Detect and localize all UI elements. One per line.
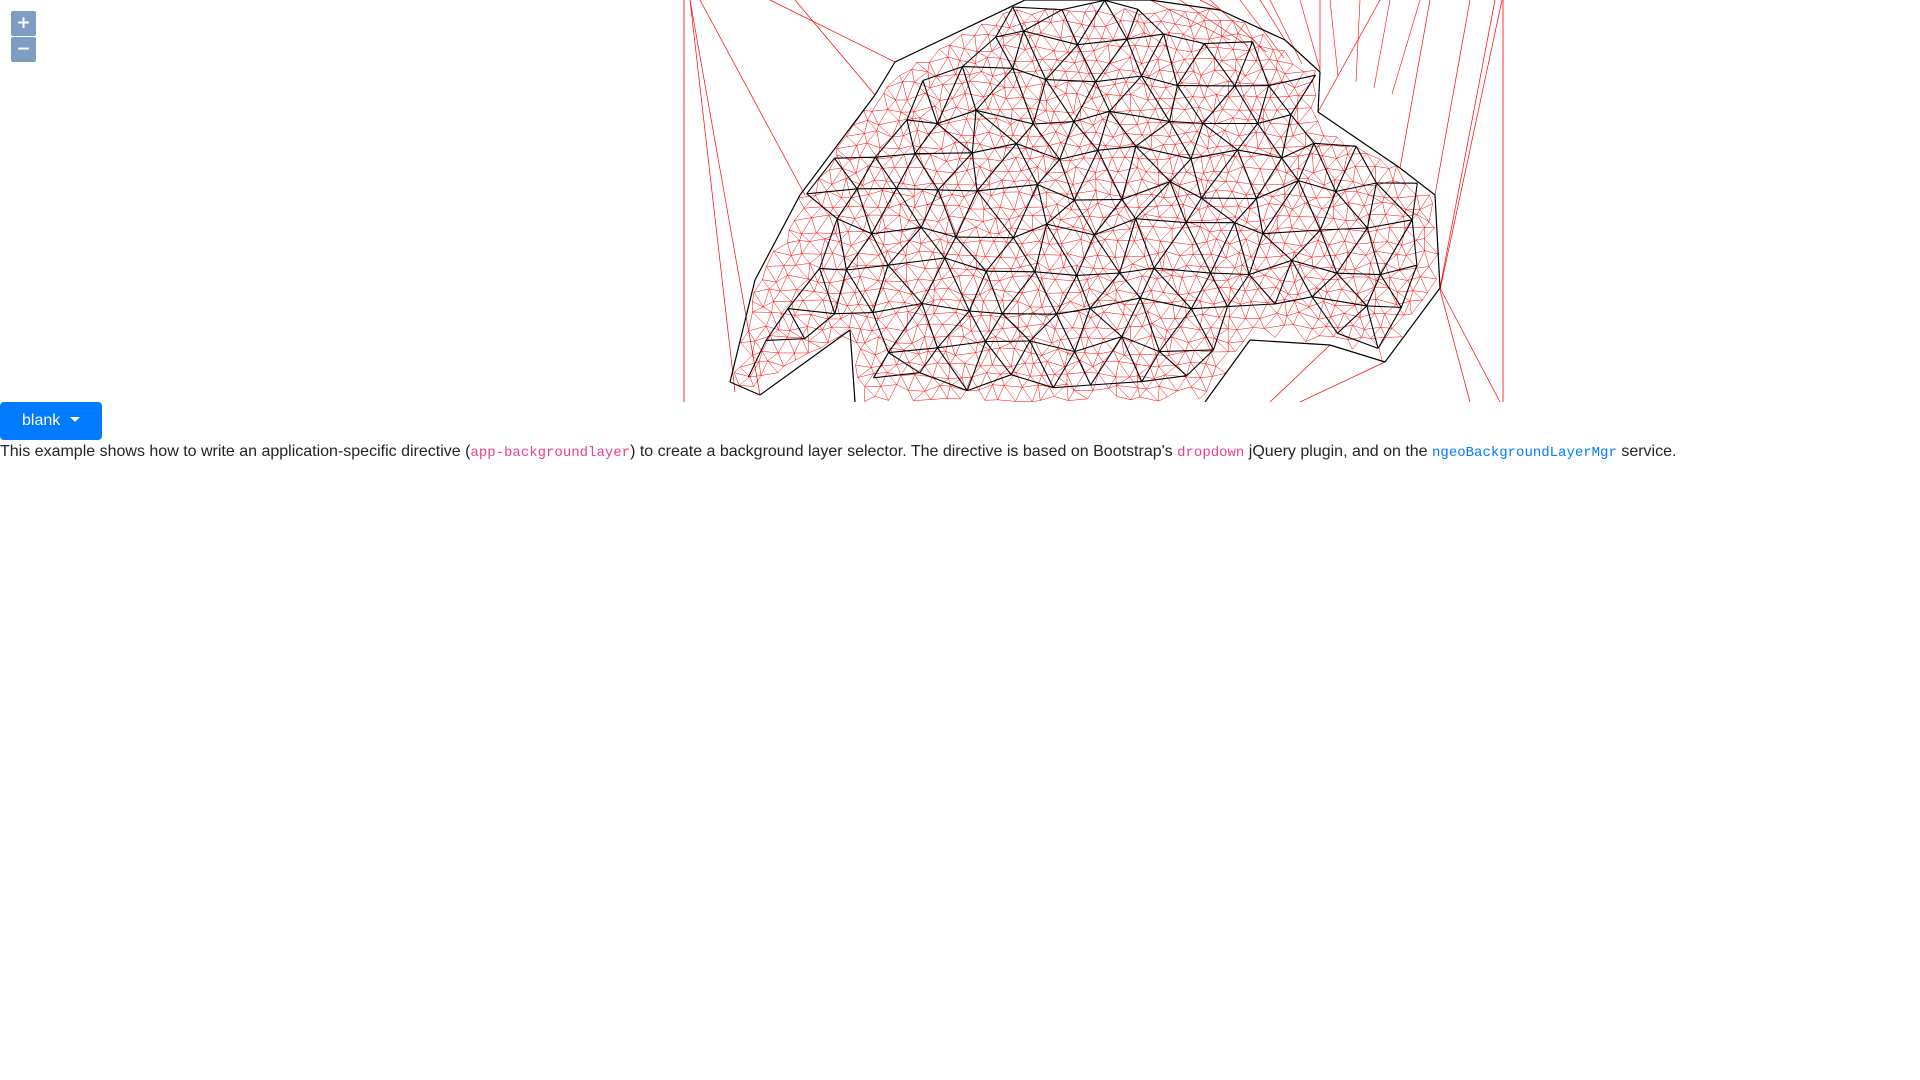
- description-text-4: service.: [1616, 443, 1677, 460]
- link-ngeo-background-layer-mgr[interactable]: ngeoBackgroundLayerMgr: [1432, 443, 1617, 461]
- background-layer-dropdown-button[interactable]: blank: [0, 402, 103, 440]
- code-app-backgroundlayer: app-backgroundlayer: [470, 445, 631, 461]
- fine-mesh-layer: [683, 0, 1504, 402]
- map-viewport[interactable]: + −: [0, 0, 1920, 402]
- coarse-mesh-layer: [729, 0, 1441, 402]
- code-dropdown: dropdown: [1177, 445, 1245, 461]
- zoom-control: + −: [8, 8, 39, 65]
- description-text-1: This example shows how to write an appli…: [0, 443, 471, 460]
- code-ngeo-background-layer-mgr: ngeoBackgroundLayerMgr: [1432, 445, 1617, 461]
- selected-layer-label: blank: [22, 412, 61, 429]
- zoom-in-button[interactable]: +: [11, 11, 36, 36]
- zoom-out-button[interactable]: −: [11, 37, 36, 62]
- description-text-2: ) to create a background layer selector.…: [630, 443, 1178, 460]
- caret-down-icon: [70, 417, 81, 422]
- background-layer-selector: blank: [0, 402, 103, 440]
- triangulation-map: [683, 0, 1504, 402]
- description-text-3: jQuery plugin, and on the: [1244, 443, 1433, 460]
- example-description: This example shows how to write an appli…: [0, 440, 1920, 465]
